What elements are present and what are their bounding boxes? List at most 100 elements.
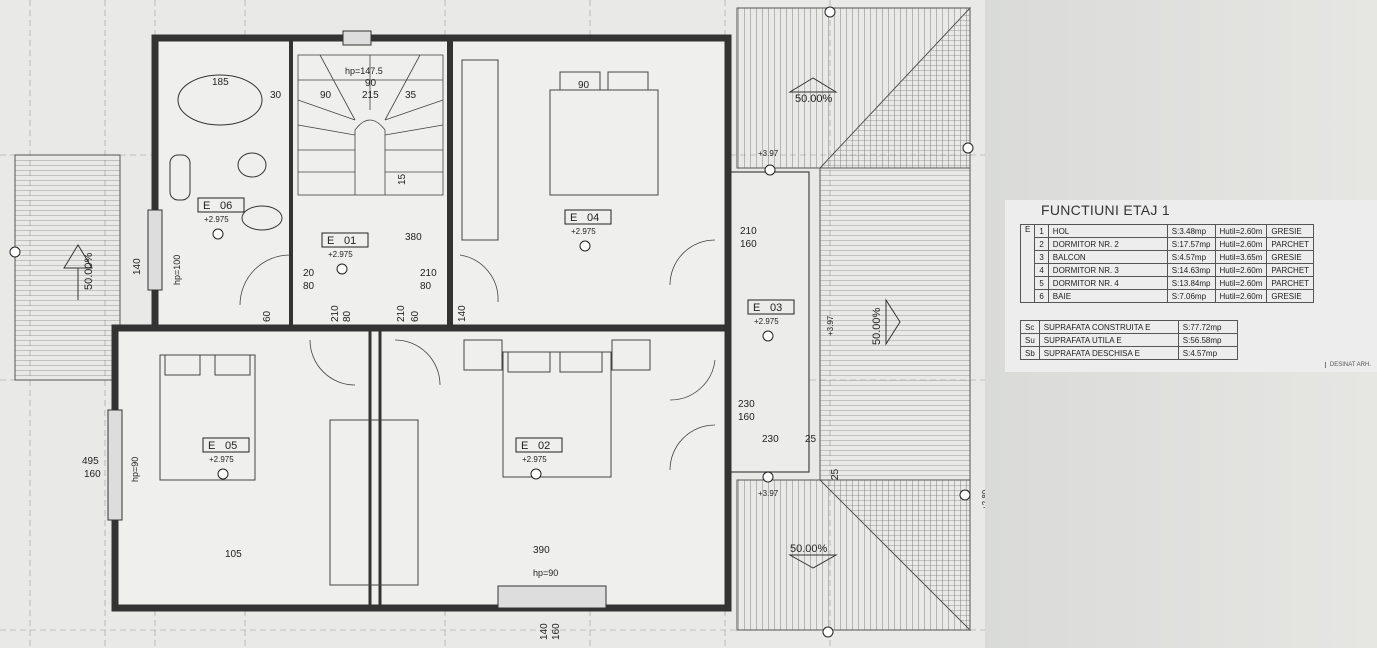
cell-area: S:14.63mp xyxy=(1166,263,1216,277)
roof-slope-label: 50.00% xyxy=(795,93,833,105)
dimension-label: 495 xyxy=(82,456,99,467)
dimension-label: 90 xyxy=(578,80,590,91)
cell-nr: 5 xyxy=(1034,276,1049,290)
room-code: E xyxy=(203,200,210,212)
cell-name: HOL xyxy=(1047,224,1168,238)
cell-name: SUPRAFATA DESCHISA E xyxy=(1038,346,1179,360)
toilet xyxy=(237,152,267,178)
dimension-label: 160 xyxy=(84,469,101,480)
cell-height: Hutil=2.60m xyxy=(1214,289,1268,303)
room-level: +2.975 xyxy=(571,227,596,236)
room-number: 01 xyxy=(344,235,356,247)
dimension-label: 140 xyxy=(457,305,468,322)
dimension-label: 160 xyxy=(738,412,755,423)
dimension-label: 160 xyxy=(551,623,562,640)
cell-height: Hutil=3.65m xyxy=(1214,250,1268,264)
cell-name: SUPRAFATA CONSTRUITA E xyxy=(1038,320,1179,334)
dimension-label: 210 xyxy=(740,226,757,237)
level-marker xyxy=(217,468,229,480)
cell-area: S:17.57mp xyxy=(1166,237,1216,251)
cell-code: Su xyxy=(1020,333,1040,347)
room-code: E xyxy=(208,440,215,452)
room-number: 04 xyxy=(587,212,599,224)
cell-finish: GRESIE xyxy=(1266,289,1315,303)
dimension-label: 380 xyxy=(405,232,422,243)
dimension-label: 230 xyxy=(738,399,755,410)
dimension-label: 25 xyxy=(830,468,841,480)
room-level: +2.975 xyxy=(209,455,234,464)
dimension-label: 390 xyxy=(533,545,550,556)
room-level: +2.975 xyxy=(204,215,229,224)
room-tag-box xyxy=(564,209,612,225)
dimension-label: 20 xyxy=(303,268,315,279)
cell-area: S:3.48mp xyxy=(1166,224,1216,238)
dimension-label: 25 xyxy=(805,434,817,445)
room-number: 03 xyxy=(770,302,782,314)
dimension-label: 80 xyxy=(303,281,315,292)
dimension-label: 90 xyxy=(320,90,332,101)
room-tag-box xyxy=(202,437,250,453)
dimension-label: 90 xyxy=(365,78,377,89)
sill-height-label: hp=147.5 xyxy=(345,66,383,76)
cell-name: SUPRAFATA UTILA E xyxy=(1038,333,1179,347)
staircase xyxy=(297,54,444,196)
level-marker xyxy=(336,263,348,275)
level-marker xyxy=(212,228,224,240)
level-marker xyxy=(530,468,542,480)
room-number: 06 xyxy=(220,200,232,212)
cell-finish: PARCHET xyxy=(1266,276,1315,290)
dimension-label: 230 xyxy=(762,434,779,445)
cell-area: S:13.84mp xyxy=(1166,276,1216,290)
level-marker xyxy=(762,330,774,342)
cell-area: S:4.57mp xyxy=(1166,250,1216,264)
cell-code: Sc xyxy=(1020,320,1040,334)
dimension-label: 80 xyxy=(342,310,353,322)
cell-height: Hutil=2.60m xyxy=(1214,237,1268,251)
dimension-label: 140 xyxy=(539,623,550,640)
roof-slope-label: 50.00% xyxy=(790,543,828,555)
cell-name: DORMITOR NR. 4 xyxy=(1047,276,1168,290)
bathtub xyxy=(177,74,263,126)
roof-right xyxy=(736,6,971,632)
room-tag-box xyxy=(515,437,563,453)
cell-finish: GRESIE xyxy=(1266,250,1315,264)
sill-height-label: hp=90 xyxy=(533,568,558,578)
sink xyxy=(169,154,191,201)
cell-height: Hutil=2.60m xyxy=(1214,263,1268,277)
cell-value: S:4.57mp xyxy=(1177,346,1238,360)
axis-markers xyxy=(9,6,974,638)
level-label: +3.97 xyxy=(758,489,779,498)
sill-height-label: hp=90 xyxy=(130,457,140,482)
windows xyxy=(107,30,607,609)
room-tag-box xyxy=(197,197,245,213)
cell-area: S:7.06mp xyxy=(1166,289,1216,303)
cell-name: DORMITOR NR. 3 xyxy=(1047,263,1168,277)
dimension-label: 60 xyxy=(262,310,273,322)
room-number: 02 xyxy=(538,440,550,452)
cell-code: Sb xyxy=(1020,346,1040,360)
doors xyxy=(239,239,716,471)
roof-slope-label: 50.00% xyxy=(83,252,95,290)
cell-name: BAIE xyxy=(1047,289,1168,303)
cell-height: Hutil=2.60m xyxy=(1214,224,1268,238)
level-label: +3.97 xyxy=(826,315,835,336)
room-level: +2.975 xyxy=(754,317,779,326)
furniture xyxy=(159,59,659,586)
bidet xyxy=(241,205,283,231)
room-number: 05 xyxy=(225,440,237,452)
dimension-label: 210 xyxy=(330,305,341,322)
room-level: +2.975 xyxy=(328,250,353,259)
designer-note: DESINAT ARH. xyxy=(1324,362,1371,368)
dimension-label: 185 xyxy=(212,77,229,88)
sill-height-label: hp=100 xyxy=(172,255,182,285)
dimension-label: 210 xyxy=(420,268,437,279)
